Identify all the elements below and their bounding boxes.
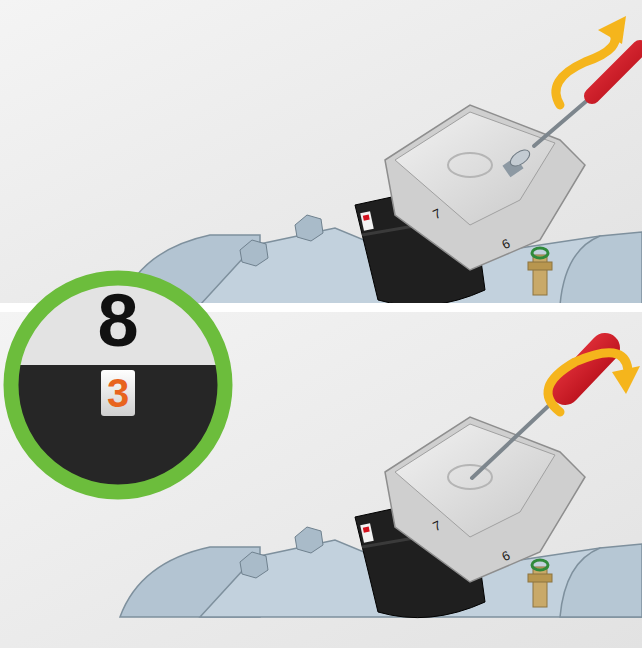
rotation-arrow — [548, 353, 628, 412]
badge-label: 3 — [101, 370, 135, 416]
screw-head — [508, 147, 533, 169]
arrow-head — [598, 16, 626, 44]
rotation-arrow — [556, 30, 615, 105]
valve-scene — [120, 105, 642, 306]
badge-circle: 83 — [3, 270, 233, 500]
badge-lower-half — [3, 365, 233, 500]
badge-ring — [11, 278, 225, 492]
badge-number: 8 — [97, 284, 138, 358]
screw — [502, 147, 532, 178]
arrow-head — [612, 366, 640, 394]
screwdriver-shaft — [472, 395, 560, 478]
